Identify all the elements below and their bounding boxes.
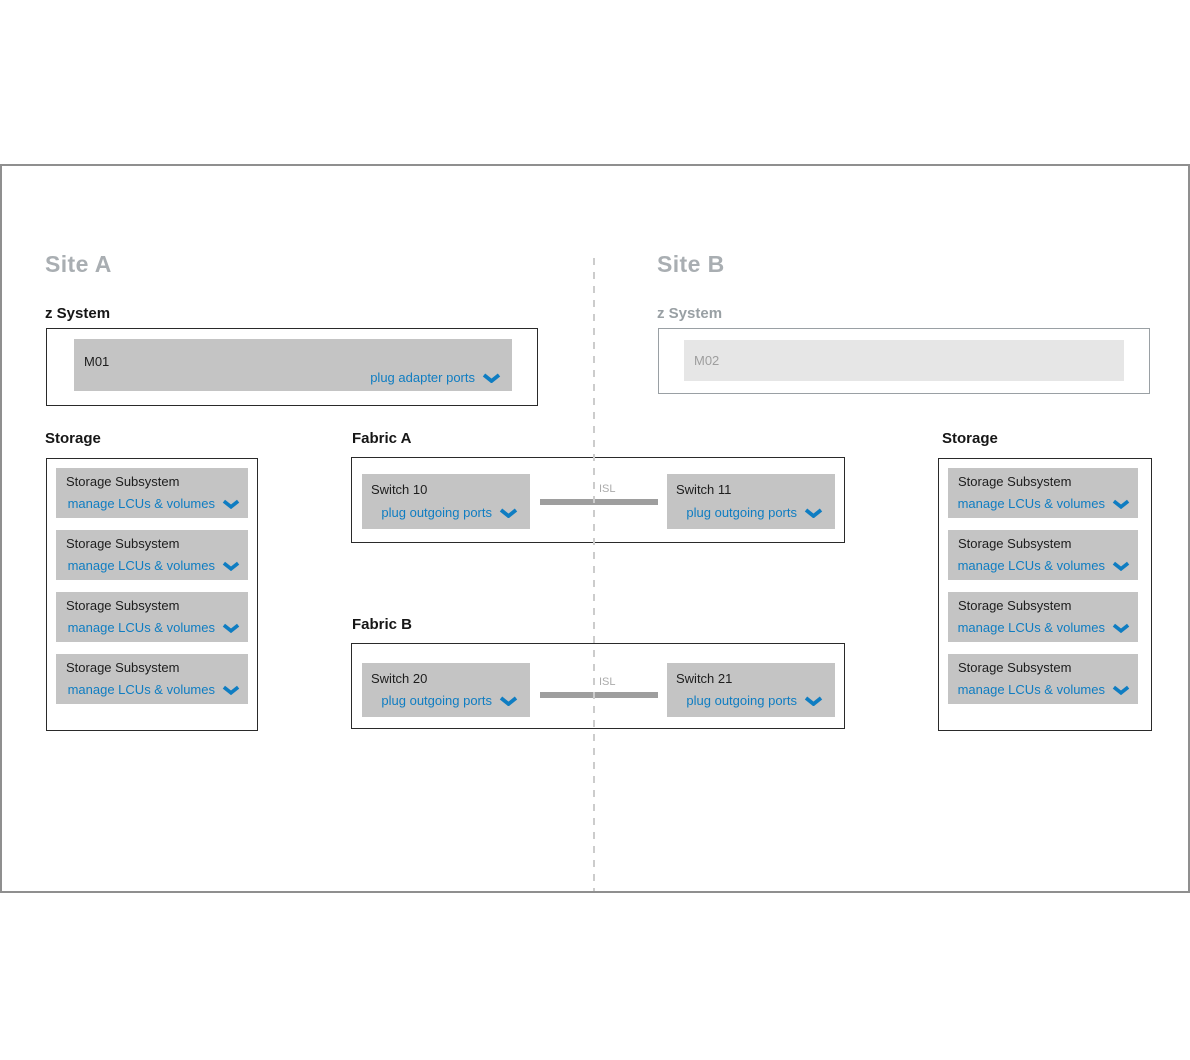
site-b-zsystem-heading: z System [657,305,723,322]
site-b-zsystem-panel: M02 [658,328,1150,394]
storage-subsystem-title: Storage Subsystem [958,598,1072,613]
plug-outgoing-ports-label: plug outgoing ports [381,693,492,708]
site-a-title: Site A [45,251,112,277]
manage-lcus-volumes-dropdown[interactable]: manage LCUs & volumes [958,558,1130,573]
chevron-down-icon [499,696,518,706]
storage-subsystem-title: Storage Subsystem [958,474,1072,489]
chevron-down-icon [222,623,240,633]
chevron-down-icon [1112,561,1130,571]
plug-adapter-ports-dropdown[interactable]: plug adapter ports [370,370,501,385]
fabric-a-panel: Switch 10 plug outgoing ports ISL Switch… [351,457,845,543]
site-b-title: Site B [657,251,725,277]
manage-lcus-volumes-label: manage LCUs & volumes [957,682,1105,697]
storage-subsystem-title: Storage Subsystem [66,598,180,613]
storage-subsystem-card: Storage Subsystem manage LCUs & volumes [948,654,1138,704]
switch-card-11: Switch 11 plug outgoing ports [667,474,835,529]
storage-subsystem-card: Storage Subsystem manage LCUs & volumes [56,654,248,704]
manage-lcus-volumes-label: manage LCUs & volumes [67,682,215,697]
chevron-down-icon [804,508,823,518]
manage-lcus-volumes-dropdown[interactable]: manage LCUs & volumes [68,558,240,573]
machine-name: M01 [84,354,110,369]
isl-label: ISL [599,676,616,688]
plug-outgoing-ports-label: plug outgoing ports [686,505,797,520]
switch-name: Switch 21 [676,671,733,686]
chevron-down-icon [1112,499,1130,509]
manage-lcus-volumes-dropdown[interactable]: manage LCUs & volumes [68,496,240,511]
storage-subsystem-card: Storage Subsystem manage LCUs & volumes [948,592,1138,642]
storage-subsystem-card: Storage Subsystem manage LCUs & volumes [56,592,248,642]
isl-label: ISL [599,483,616,495]
fabric-b-heading: Fabric B [352,616,413,633]
fabric-a-heading: Fabric A [352,430,412,447]
storage-subsystem-title: Storage Subsystem [958,660,1072,675]
chevron-down-icon [1112,623,1130,633]
switch-name: Switch 11 [676,482,732,497]
chevron-down-icon [222,561,240,571]
site-b-storage-panel: Storage Subsystem manage LCUs & volumes … [938,458,1152,731]
manage-lcus-volumes-dropdown[interactable]: manage LCUs & volumes [958,496,1130,511]
plug-outgoing-ports-label: plug outgoing ports [381,505,492,520]
chevron-down-icon [804,696,823,706]
plug-outgoing-ports-dropdown[interactable]: plug outgoing ports [381,693,518,708]
chevron-down-icon [1112,685,1130,695]
switch-name: Switch 10 [371,482,428,497]
chevron-down-icon [482,373,501,383]
chevron-down-icon [222,499,240,509]
site-a-storage-panel: Storage Subsystem manage LCUs & volumes … [46,458,258,731]
manage-lcus-volumes-label: manage LCUs & volumes [67,496,215,511]
switch-card-21: Switch 21 plug outgoing ports [667,663,835,717]
fabric-b-panel: Switch 20 plug outgoing ports ISL Switch… [351,643,845,729]
chevron-down-icon [222,685,240,695]
manage-lcus-volumes-dropdown[interactable]: manage LCUs & volumes [958,620,1130,635]
plug-adapter-ports-label: plug adapter ports [370,370,475,385]
site-b-storage-heading: Storage [942,430,998,447]
site-a-storage-heading: Storage [45,430,101,447]
switch-card-10: Switch 10 plug outgoing ports [362,474,530,529]
plug-outgoing-ports-dropdown[interactable]: plug outgoing ports [686,693,823,708]
manage-lcus-volumes-label: manage LCUs & volumes [67,558,215,573]
isl-link-bar [540,499,658,505]
storage-subsystem-card: Storage Subsystem manage LCUs & volumes [56,530,248,580]
site-divider-line [593,258,595,891]
site-a-zsystem-panel: M01 plug adapter ports [46,328,538,406]
machine-card-m01: M01 plug adapter ports [74,339,512,391]
chevron-down-icon [499,508,518,518]
storage-subsystem-card: Storage Subsystem manage LCUs & volumes [56,468,248,518]
manage-lcus-volumes-label: manage LCUs & volumes [957,620,1105,635]
plug-outgoing-ports-dropdown[interactable]: plug outgoing ports [381,505,518,520]
storage-subsystem-title: Storage Subsystem [66,474,180,489]
manage-lcus-volumes-label: manage LCUs & volumes [957,496,1105,511]
storage-subsystem-title: Storage Subsystem [66,660,180,675]
plug-outgoing-ports-label: plug outgoing ports [686,693,797,708]
switch-name: Switch 20 [371,671,428,686]
site-a-zsystem-heading: z System [45,305,111,322]
manage-lcus-volumes-dropdown[interactable]: manage LCUs & volumes [68,682,240,697]
switch-card-20: Switch 20 plug outgoing ports [362,663,530,717]
manage-lcus-volumes-dropdown[interactable]: manage LCUs & volumes [958,682,1130,697]
storage-subsystem-title: Storage Subsystem [66,536,180,551]
machine-card-m02: M02 [684,340,1124,381]
manage-lcus-volumes-label: manage LCUs & volumes [957,558,1105,573]
storage-subsystem-title: Storage Subsystem [958,536,1072,551]
storage-subsystem-card: Storage Subsystem manage LCUs & volumes [948,468,1138,518]
machine-name: M02 [694,353,720,368]
manage-lcus-volumes-label: manage LCUs & volumes [67,620,215,635]
manage-lcus-volumes-dropdown[interactable]: manage LCUs & volumes [68,620,240,635]
isl-link-bar [540,692,658,698]
plug-outgoing-ports-dropdown[interactable]: plug outgoing ports [686,505,823,520]
storage-subsystem-card: Storage Subsystem manage LCUs & volumes [948,530,1138,580]
